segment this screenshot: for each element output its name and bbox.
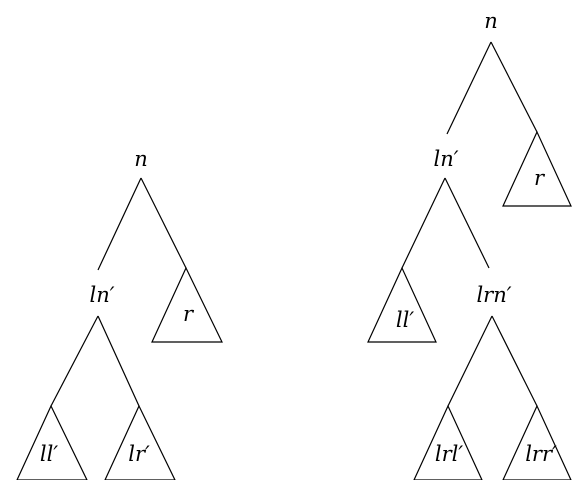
edge-ln-ll [50,315,99,407]
subtree-lrr-triangle-right [502,404,572,480]
subtree-r-triangle-right [502,130,572,207]
left-tree: n ln′ r ll′ lr′ [16,147,223,480]
edge-ln-lr [97,315,140,407]
right-r-label: r [534,166,546,190]
edge-lrn-lrr-right [491,315,538,407]
subtree-lr-triangle [104,404,176,480]
right-root-label: n [484,9,498,33]
edge-n-r-right [490,41,538,133]
right-lrl-label: lrl′ [435,442,463,466]
edge-n-ln-right [446,41,492,135]
right-ll-label: ll′ [396,308,414,332]
subtree-lrl-triangle-right [413,404,483,480]
edge-n-r [140,177,187,269]
left-inner-label: ln′ [89,283,114,307]
edge-ln-ll-right [401,177,446,269]
subtree-ll-triangle-right [367,266,437,343]
subtree-ll-triangle [16,404,88,480]
left-root-label: n [134,147,148,171]
edge-lrn-lrl-right [447,315,493,407]
left-lr-label: lr′ [128,442,150,466]
left-ll-label: ll′ [40,442,58,466]
right-inner-lr-label: lrn′ [476,283,511,307]
right-inner-l-label: ln′ [433,147,458,171]
edge-n-ln [97,177,142,271]
right-lrr-label: lrr′ [525,442,557,466]
left-r-label: r [183,302,195,326]
subtree-r-triangle [151,266,223,343]
edge-ln-lrn-right [444,177,490,269]
right-tree: n ln′ r ll′ lrn′ lrl′ lrr′ [367,9,572,480]
